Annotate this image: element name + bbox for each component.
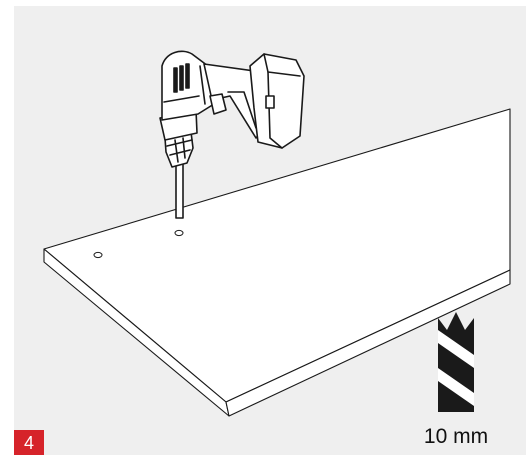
step-number-badge: 4 [14,430,44,455]
wood-drill-bit-icon [438,312,474,412]
step-number: 4 [23,432,34,453]
board-panel [43,108,511,417]
drill-hole-left [93,251,103,259]
cordless-drill-icon [159,50,305,219]
drill-bit-size-label: 10 mm [423,425,489,448]
drill-hole-center [174,229,184,237]
